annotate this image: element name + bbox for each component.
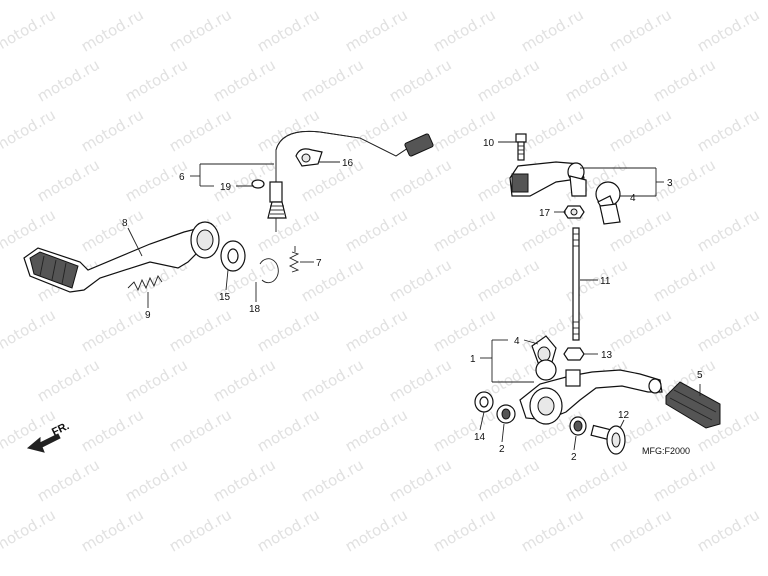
callout-18: 18 xyxy=(249,304,261,315)
callout-5: 5 xyxy=(697,370,703,381)
cable-clamp-16 xyxy=(295,148,323,167)
brake-pedal xyxy=(23,221,220,293)
pedal-rubber-5 xyxy=(665,381,721,429)
leader-lines xyxy=(127,141,701,451)
callout-10: 10 xyxy=(483,138,495,149)
seal-2-left xyxy=(496,404,516,424)
diagram-code: MFG:F2000 xyxy=(642,446,690,456)
tie-rod-11 xyxy=(572,227,580,341)
circlip-18 xyxy=(259,258,279,284)
callout-12: 12 xyxy=(618,410,630,421)
direction-label: FR. xyxy=(50,420,71,439)
callout-14: 14 xyxy=(474,432,486,443)
washer-14 xyxy=(474,391,494,413)
clip-19 xyxy=(251,179,265,189)
gearshift-pedal-5 xyxy=(519,369,663,425)
callout-15: 15 xyxy=(219,292,231,303)
callout-11: 11 xyxy=(600,276,611,287)
callout-13: 13 xyxy=(601,350,613,361)
front-direction-arrow: FR. xyxy=(26,420,71,453)
callout-3: 3 xyxy=(667,178,673,189)
callout-16: 16 xyxy=(342,158,354,169)
joint-4-upper xyxy=(595,181,621,225)
joint-4-lower xyxy=(531,335,557,381)
callout-numbers: 1 2 2 3 4 4 5 6 7 8 9 10 11 12 13 14 15 … xyxy=(122,138,703,463)
shift-arm-upper xyxy=(509,161,587,197)
callout-19: 19 xyxy=(220,182,232,193)
callout-9: 9 xyxy=(145,310,151,321)
callout-6: 6 xyxy=(179,172,185,183)
callout-7: 7 xyxy=(316,258,322,269)
callout-1: 1 xyxy=(470,354,476,365)
nut-17 xyxy=(563,205,585,219)
return-spring xyxy=(127,275,163,292)
seal-2-right xyxy=(569,416,587,436)
callout-2-right: 2 xyxy=(571,452,577,463)
callout-17: 17 xyxy=(539,208,551,219)
brake-switch-cable xyxy=(267,130,434,232)
nut-13 xyxy=(563,347,585,361)
callout-4-lower: 4 xyxy=(514,336,520,347)
callout-4-upper: 4 xyxy=(630,193,636,204)
washer-15 xyxy=(220,240,246,272)
callout-2-left: 2 xyxy=(499,444,505,455)
bolt-10 xyxy=(515,133,527,161)
spring-7 xyxy=(288,246,300,273)
callout-8: 8 xyxy=(122,218,128,229)
pivot-bolt-12 xyxy=(590,424,626,455)
